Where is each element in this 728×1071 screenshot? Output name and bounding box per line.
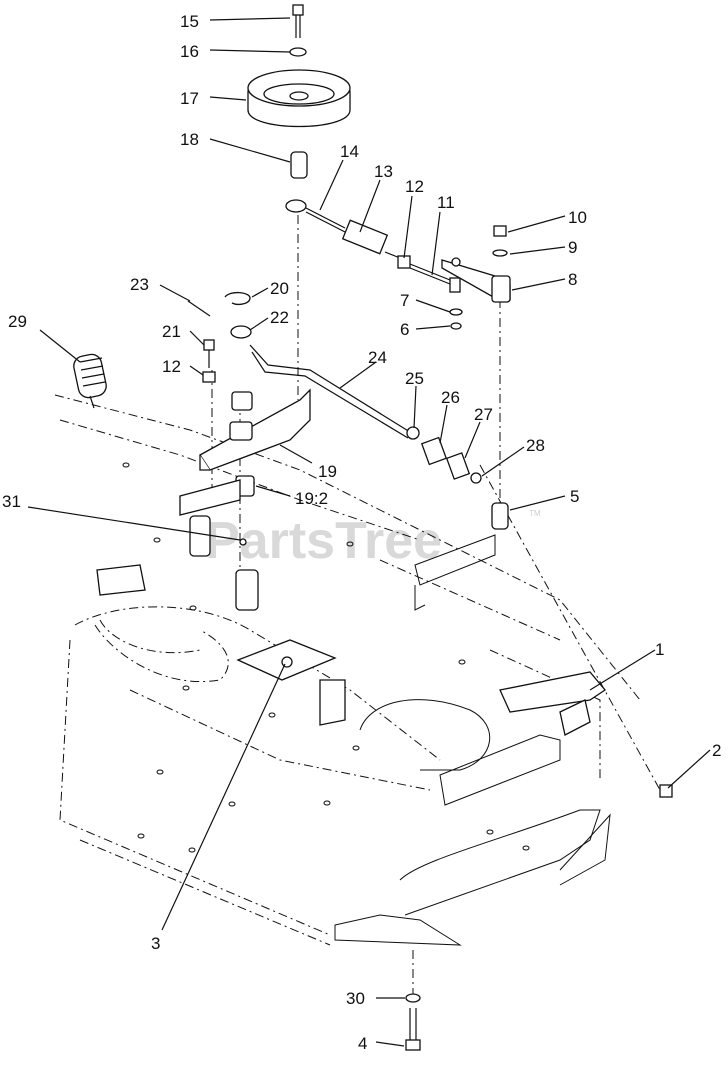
plate-3 — [236, 639, 346, 726]
pin-6 — [450, 322, 462, 330]
deck-holes — [122, 462, 530, 853]
callout-6: 6 — [400, 320, 409, 339]
scraper-1 — [499, 671, 606, 736]
idler-arm-8 — [441, 257, 511, 303]
post-5 — [491, 502, 509, 530]
callout-2: 2 — [712, 741, 721, 760]
washer-30 — [405, 993, 421, 1003]
bracket-19 — [179, 388, 311, 516]
callout-22: 22 — [270, 308, 289, 327]
callout-21: 21 — [162, 322, 181, 341]
callout-19: 19 — [318, 462, 337, 481]
callout-3: 3 — [151, 934, 160, 953]
spring-29 — [73, 353, 107, 409]
callout-1: 1 — [655, 640, 664, 659]
callout-20: 20 — [270, 279, 289, 298]
leader-lines — [27, 17, 711, 1047]
callout-15: 15 — [180, 12, 199, 31]
callout-30: 30 — [346, 989, 365, 1008]
spacer-18 — [290, 151, 308, 179]
callout-8: 8 — [568, 270, 577, 289]
callout-7: 7 — [400, 291, 409, 310]
callout-27: 27 — [474, 405, 493, 424]
callout-12-lower: 12 — [162, 357, 181, 376]
callout-28: 28 — [526, 436, 545, 455]
washer-16 — [289, 47, 307, 57]
callout-25: 25 — [405, 369, 424, 388]
callout-labels: 15 16 17 18 14 13 12 11 10 9 8 7 6 23 20… — [2, 12, 721, 1053]
bolt-4 — [405, 1008, 421, 1051]
callout-12-upper: 12 — [405, 177, 424, 196]
callout-23: 23 — [130, 275, 149, 294]
callout-10: 10 — [568, 208, 587, 227]
mower-deck — [54, 394, 641, 946]
callout-4: 4 — [358, 1034, 367, 1053]
washer-7 — [449, 308, 463, 316]
pulley-17 — [247, 69, 351, 128]
lever-24 — [249, 344, 411, 439]
callout-18: 18 — [180, 130, 199, 149]
watermark-tm: TM — [529, 509, 541, 518]
bolt-15 — [292, 4, 304, 38]
callout-19-2: 19:2 — [295, 489, 328, 508]
callout-11: 11 — [437, 193, 455, 212]
nut-12-lower — [202, 371, 216, 383]
pin-23 — [187, 300, 211, 317]
bolt-21 — [203, 339, 215, 368]
callout-26: 26 — [441, 388, 460, 407]
callout-9: 9 — [568, 238, 577, 257]
ring-22 — [230, 325, 252, 339]
clip-20 — [224, 291, 251, 305]
assembly-axes — [211, 215, 661, 1000]
rod-assembly — [285, 199, 461, 293]
washer-9 — [492, 249, 508, 257]
callout-16: 16 — [180, 42, 199, 61]
callout-14: 14 — [340, 142, 359, 161]
callout-5: 5 — [570, 487, 579, 506]
callout-24: 24 — [368, 348, 387, 367]
callout-17: 17 — [180, 89, 199, 108]
callout-13: 13 — [374, 162, 393, 181]
callout-31: 31 — [2, 492, 21, 511]
callout-29: 29 — [8, 312, 27, 331]
cable-end — [406, 426, 482, 484]
lower-spindle — [96, 515, 259, 611]
nut-10 — [493, 225, 507, 237]
bolt-2 — [659, 784, 673, 798]
